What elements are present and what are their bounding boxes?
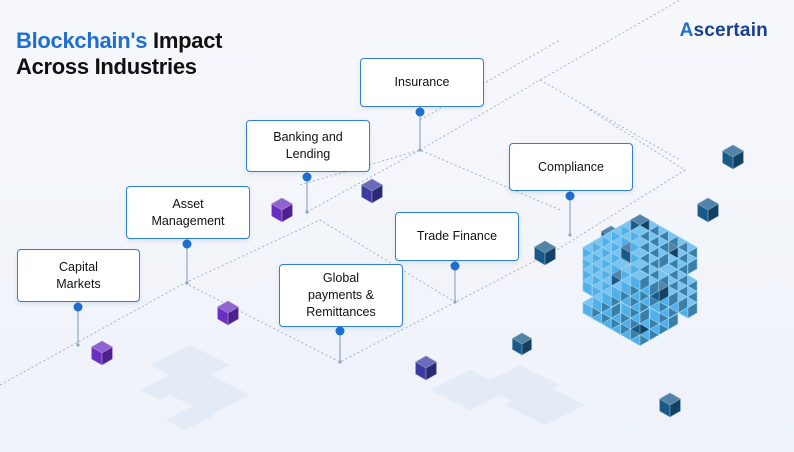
small-cube [90,340,114,366]
connector-dot [415,107,425,117]
connector-dot [305,210,309,214]
node-capital-markets: Capital Markets [17,249,140,302]
connector-dot [185,281,189,285]
node-trade-finance: Trade Finance [395,212,519,261]
cluster-cube [630,269,650,292]
node-banking-lending: Banking and Lending [246,120,370,172]
node-asset-management: Asset Management [126,186,250,239]
node-compliance: Compliance [509,143,633,191]
connector-dot [453,300,457,304]
title-rest: Impact [147,28,223,53]
small-cube [414,355,438,381]
title-highlight: Blockchain's [16,28,148,53]
page-title: Blockchain's Impact Across Industries [16,28,222,80]
brand-rest: scertain [693,20,768,41]
title-line2: Across Industries [16,54,197,79]
connector-dot [565,191,575,201]
connector-dot [302,172,312,182]
connector-dots [73,107,575,364]
small-cube [658,392,682,418]
connector-dot [568,233,572,237]
small-cube [360,178,384,204]
connector-dot [335,326,345,336]
small-cube [721,144,745,170]
small-cubes [90,144,745,418]
node-insurance: Insurance [360,58,484,107]
connector-dot [182,239,192,249]
big-cube-cluster [582,214,698,347]
connector-dot [338,360,342,364]
connector-dot [73,302,83,312]
brand-logo: Ascertain [680,20,768,42]
floor-tiles [140,345,585,430]
small-cube [216,300,240,326]
small-cube [270,197,294,223]
small-cube [533,240,557,266]
connector-dot [76,343,80,347]
small-cube [511,332,533,356]
brand-prefix: A [679,20,694,41]
connector-dot [450,261,460,271]
small-cube [696,197,720,223]
node-global-payments: Global payments & Remittances [279,264,403,327]
connector-dot [418,148,422,152]
